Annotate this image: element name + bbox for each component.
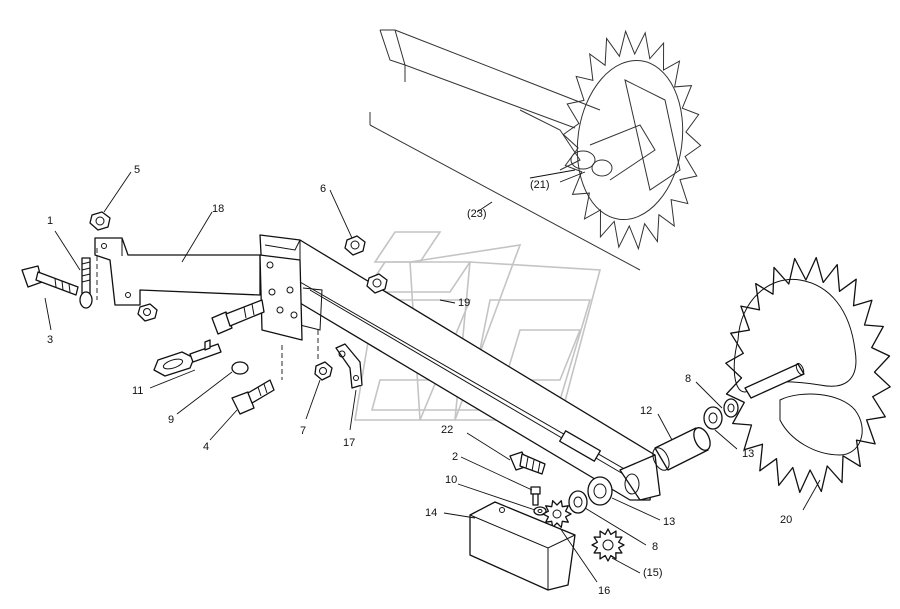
callout-4: 4 (203, 441, 209, 453)
callout-18: 18 (212, 203, 224, 215)
callout-23: (23) (467, 208, 487, 220)
callout-6: 6 (320, 183, 326, 195)
nut-7 (314, 361, 333, 381)
nut-bracket (137, 303, 158, 322)
plate-18-end (259, 254, 303, 341)
bolt-22 (509, 451, 546, 475)
callout-15: (15) (643, 567, 663, 579)
callout-20: 20 (780, 514, 792, 526)
callout-9: 9 (168, 414, 174, 426)
callout-19: 19 (458, 297, 470, 309)
callout-14: 14 (425, 507, 437, 519)
leader-lines (44, 169, 821, 583)
washer-10 (533, 506, 547, 516)
pin-11 (153, 339, 222, 377)
callout-22: 22 (441, 424, 453, 436)
background-sprocket (562, 29, 702, 251)
washer-13-upper (703, 406, 723, 430)
callout-8b: 8 (652, 541, 658, 553)
bolt-2 (530, 486, 541, 506)
callout-16: 16 (598, 585, 610, 597)
callout-7: 7 (300, 425, 306, 437)
callout-3: 3 (47, 334, 53, 346)
eye-bolt-1 (79, 257, 93, 309)
callout-13a: 13 (742, 448, 754, 460)
cover-box-14 (469, 501, 576, 591)
spacer-tube-12 (652, 427, 711, 471)
callout-13b: 13 (663, 516, 675, 528)
bracket-18 (94, 237, 261, 306)
callout-1: 1 (47, 215, 53, 227)
callout-11: 11 (132, 385, 143, 397)
callout-8a: 8 (685, 373, 691, 385)
washer-8-upper (723, 398, 739, 418)
gear-16 (542, 500, 572, 528)
nut-6 (344, 235, 388, 294)
machine-frame-background (369, 29, 656, 271)
bracket-17 (317, 330, 363, 389)
callout-2: 2 (452, 451, 458, 463)
bolt-upper (211, 299, 265, 335)
callout-10: 10 (445, 474, 457, 486)
sprocket-20 (725, 256, 891, 494)
callout-17: 17 (343, 437, 355, 449)
nut-5 (89, 211, 111, 231)
gear-15 (591, 528, 625, 562)
callout-21: (21) (530, 179, 550, 191)
washer-8-lower (568, 490, 588, 514)
callout-labels: 1 2 3 4 5 6 7 8 8 9 10 11 12 13 13 14 (1… (47, 164, 792, 597)
callout-12: 12 (640, 405, 652, 417)
callout-5: 5 (134, 164, 140, 176)
ring-9 (231, 361, 249, 375)
bolt-3 (21, 265, 79, 296)
bolt-4 (231, 345, 283, 415)
washer-13-lower (587, 476, 613, 506)
